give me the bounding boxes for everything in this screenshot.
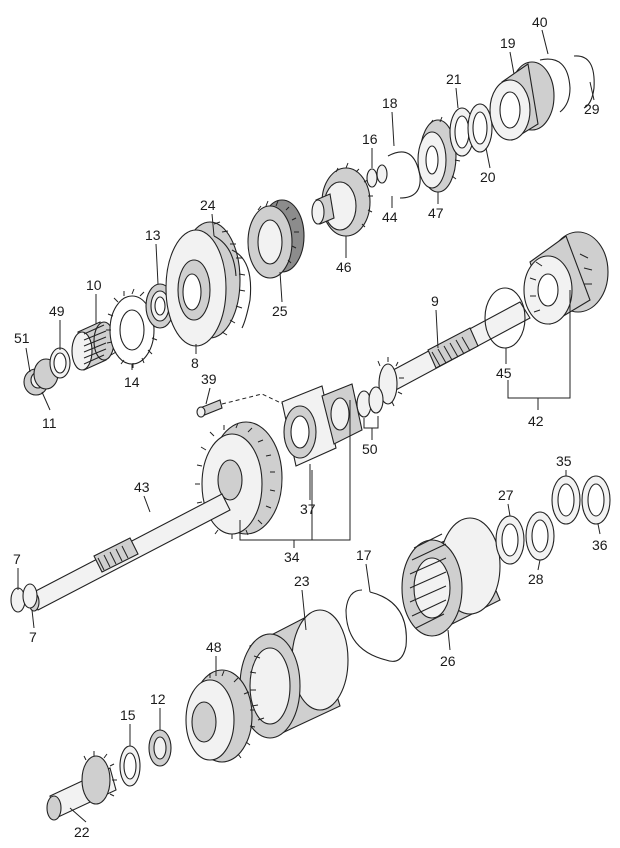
callout-17: 17 (356, 547, 372, 563)
part-28-washer (525, 511, 555, 561)
callout-28: 28 (528, 571, 544, 587)
callout-23: 23 (294, 573, 310, 589)
callout-45: 45 (496, 365, 512, 381)
callout-36: 36 (592, 537, 608, 553)
callout-27: 27 (498, 487, 514, 503)
part-47-gear (417, 116, 461, 193)
part-12-roller-bearing (148, 729, 172, 767)
part-20-ring (467, 103, 493, 153)
part-27-washer (495, 515, 525, 565)
shaft (28, 493, 231, 612)
leader-lines (17, 29, 601, 823)
part-50-washers (356, 386, 384, 418)
callout-7-lower: 7 (29, 629, 37, 645)
callout-16: 16 (362, 131, 378, 147)
callout-34: 34 (284, 549, 300, 565)
part-40-snap-ring (539, 58, 571, 113)
part-19-bearing-housing (489, 61, 555, 141)
part-36-washer (581, 475, 611, 525)
part-22-pinion-shaft (46, 751, 117, 821)
part-49-ring (49, 347, 71, 379)
part-8-large-gear (165, 221, 246, 347)
callout-9: 9 (431, 293, 439, 309)
part-37-bearing-retainer (281, 383, 363, 467)
part-17-snap-ring (345, 589, 407, 662)
callout-labels: 51 11 49 10 14 13 8 24 25 46 16 44 18 47… (13, 14, 608, 840)
callout-44: 44 (382, 209, 398, 225)
callout-50: 50 (362, 441, 378, 457)
callout-46: 46 (336, 259, 352, 275)
part-14-toothed-ring (106, 288, 158, 368)
retaining-ring (231, 249, 252, 329)
callout-15: 15 (120, 707, 136, 723)
part-24-snap-ring (213, 235, 237, 277)
callout-20: 20 (480, 169, 496, 185)
part-10-pinion-gear (71, 321, 115, 371)
callout-10: 10 (86, 277, 102, 293)
part-13-ball-bearing (145, 283, 175, 329)
callout-11: 11 (42, 415, 57, 431)
callout-12: 12 (150, 691, 166, 707)
part-15-ring (119, 745, 141, 787)
callout-25: 25 (272, 303, 288, 319)
part-25-synchronizer-sleeve (247, 199, 305, 279)
callout-26: 26 (440, 653, 456, 669)
part-48-output-gear (185, 669, 256, 763)
part-26-clutch-drum (401, 517, 501, 637)
part-29-snap-ring (573, 55, 595, 109)
part-46-synchronizer-hub (311, 162, 373, 237)
callout-48: 48 (206, 639, 222, 655)
part-21-ring (449, 107, 475, 157)
callout-35: 35 (556, 453, 572, 469)
part-45-ring (484, 287, 526, 349)
callout-42: 42 (528, 413, 544, 429)
part-7-rings (10, 583, 38, 613)
callout-51: 51 (14, 330, 30, 346)
part-18-snap-ring (387, 151, 421, 199)
callout-47: 47 (428, 205, 444, 221)
callout-29: 29 (584, 101, 600, 117)
callout-37: 37 (300, 501, 316, 517)
callout-8: 8 (191, 355, 199, 371)
callout-18: 18 (382, 95, 398, 111)
callout-19: 19 (500, 35, 516, 51)
part-39-bolt (196, 393, 301, 418)
callout-39: 39 (201, 371, 217, 387)
callout-49: 49 (49, 303, 65, 319)
callout-24: 24 (200, 197, 216, 213)
callout-43: 43 (134, 479, 150, 495)
part-9-output-shaft (377, 301, 531, 407)
callout-21: 21 (446, 71, 462, 87)
callout-14: 14 (124, 374, 140, 390)
part-35-washer (551, 475, 581, 525)
callout-7-upper: 7 (13, 551, 21, 567)
callout-40: 40 (532, 14, 548, 30)
part-42-planet-carrier (523, 231, 609, 325)
callout-22: 22 (74, 824, 90, 840)
part-16-rings (366, 164, 388, 188)
part-23-ring-gear (239, 609, 349, 739)
callout-13: 13 (145, 227, 161, 243)
